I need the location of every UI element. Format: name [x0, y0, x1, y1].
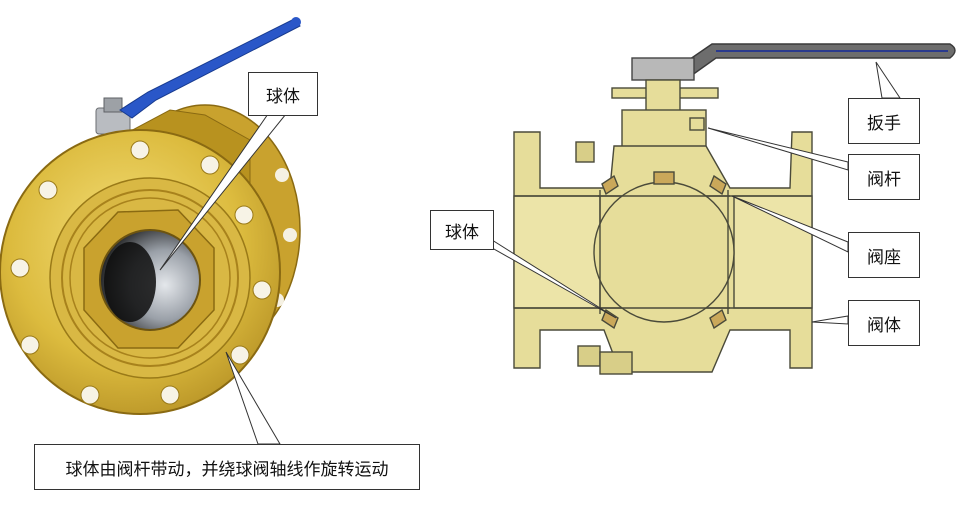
stem-top-nut [631, 57, 695, 81]
raised-face-groove [61, 189, 239, 367]
leader-body [811, 315, 849, 325]
label-handle: 扳手 [848, 98, 920, 144]
seat-upper-right [709, 174, 727, 196]
bolt-hole [80, 385, 100, 405]
ball-valve-cross-section [513, 43, 956, 375]
bolt-hole [252, 280, 272, 300]
label-body: 阀体 [848, 300, 920, 346]
bolt-hole [160, 385, 180, 405]
bottom-bolt [577, 345, 601, 367]
seat-lower-right [709, 308, 727, 330]
label-stem: 阀杆 [848, 154, 920, 200]
left-flange [513, 195, 601, 309]
bolt-hole [130, 140, 150, 160]
bolt-hole [20, 335, 40, 355]
handle-tip [291, 17, 301, 27]
stem-bolt [575, 141, 595, 163]
bottom-bolt [599, 351, 633, 375]
stem-bolt [103, 97, 123, 113]
label-ball-section: 球体 [430, 210, 494, 250]
bolt-hole [234, 205, 254, 225]
leader-handle [875, 61, 901, 99]
bolt-hole [200, 155, 220, 175]
label-seat: 阀座 [848, 232, 920, 278]
ball-bore-shadow [104, 242, 156, 322]
leader-lines-section [476, 61, 901, 325]
stem-stop [689, 117, 705, 131]
ball [593, 181, 735, 323]
wrench-handle [679, 43, 956, 79]
seat-lower-left [601, 308, 619, 330]
bolt-hole [283, 228, 297, 242]
leader-caption [225, 351, 281, 445]
seat-upper-left [601, 174, 619, 196]
label-ball-photo: 球体 [248, 72, 318, 116]
raised-face-groove [69, 197, 231, 359]
bolt-hole [230, 345, 250, 365]
handle-blue [119, 17, 301, 119]
bolt-hole [275, 168, 289, 182]
bolt-hole [38, 180, 58, 200]
leader-stem [707, 127, 849, 171]
stem-tang [653, 171, 675, 185]
bolt-hole [10, 258, 30, 278]
caption-photo: 球体由阀杆带动，并绕球阀轴线作旋转运动 [34, 444, 420, 490]
